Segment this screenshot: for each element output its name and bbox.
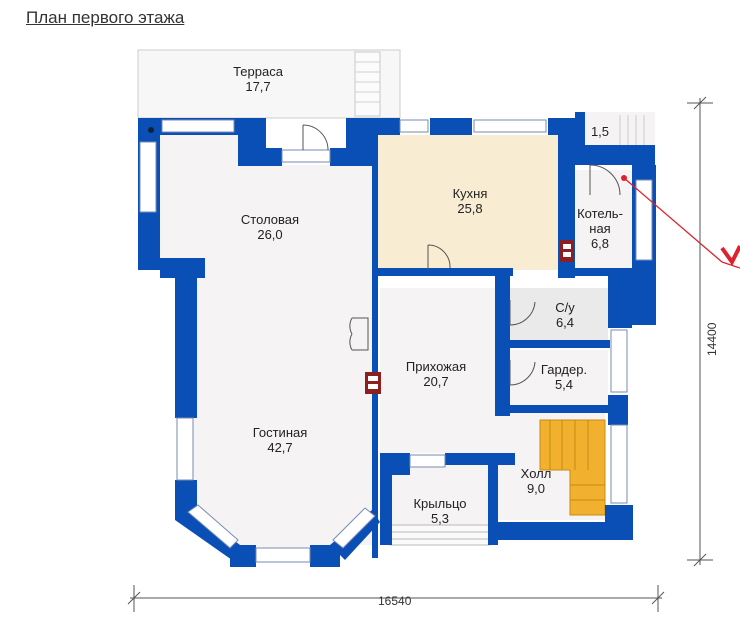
area-small-room: 1,5 <box>591 124 609 139</box>
area-dining: 26,0 <box>257 227 282 242</box>
chimney-living <box>365 372 381 394</box>
label-terrace: Терраса <box>233 64 284 79</box>
kitchen-floor <box>378 135 558 270</box>
label-entry: Прихожая <box>406 359 466 374</box>
label-kitchen: Кухня <box>453 186 488 201</box>
label-wc: С/у <box>555 300 575 315</box>
area-wardrobe: 5,4 <box>555 377 573 392</box>
area-kitchen: 25,8 <box>457 201 482 216</box>
porch-steps <box>389 524 491 546</box>
wardrobe-floor <box>510 350 608 405</box>
label-dining: Столовая <box>241 212 299 227</box>
label-living: Гостиная <box>253 425 308 440</box>
room-labels: Терраса 17,7 Столовая 26,0 Кухня 25,8 Ко… <box>233 64 623 526</box>
label-boiler-2: ная <box>589 221 610 236</box>
vent-dot <box>148 127 154 133</box>
hall-stair-steps <box>549 420 605 501</box>
dining-living-floor <box>160 135 372 560</box>
boiler-pointer <box>623 177 740 269</box>
area-terrace: 17,7 <box>245 79 270 94</box>
windows <box>139 119 653 563</box>
area-wc: 6,4 <box>556 315 574 330</box>
small-room-steps <box>619 115 645 145</box>
area-living: 42,7 <box>267 440 292 455</box>
dimension-height <box>687 96 713 567</box>
hall-stairs <box>539 419 606 516</box>
dimension-width <box>127 585 665 612</box>
area-porch: 5,3 <box>431 511 449 526</box>
area-boiler: 6,8 <box>591 236 609 251</box>
wc-floor <box>510 288 608 343</box>
doors <box>302 124 621 386</box>
hall-entry-floor <box>380 288 495 453</box>
dimension-width-label: 16540 <box>378 594 412 608</box>
label-hall: Холл <box>521 466 552 481</box>
area-hall: 9,0 <box>527 481 545 496</box>
terrace-stair-steps <box>355 61 380 103</box>
label-boiler-1: Котель- <box>577 206 623 221</box>
label-porch: Крыльцо <box>413 496 466 511</box>
boiler-floor <box>570 170 632 270</box>
label-wardrobe: Гардер. <box>541 362 587 377</box>
terrace-stairs <box>354 51 381 117</box>
dimension-height-label: 14400 <box>705 322 719 356</box>
pointer-arrow-icon <box>720 245 740 266</box>
area-entry: 20,7 <box>423 374 448 389</box>
plan-title: План первого этажа <box>26 8 185 27</box>
chimney-kitchen <box>560 240 574 262</box>
